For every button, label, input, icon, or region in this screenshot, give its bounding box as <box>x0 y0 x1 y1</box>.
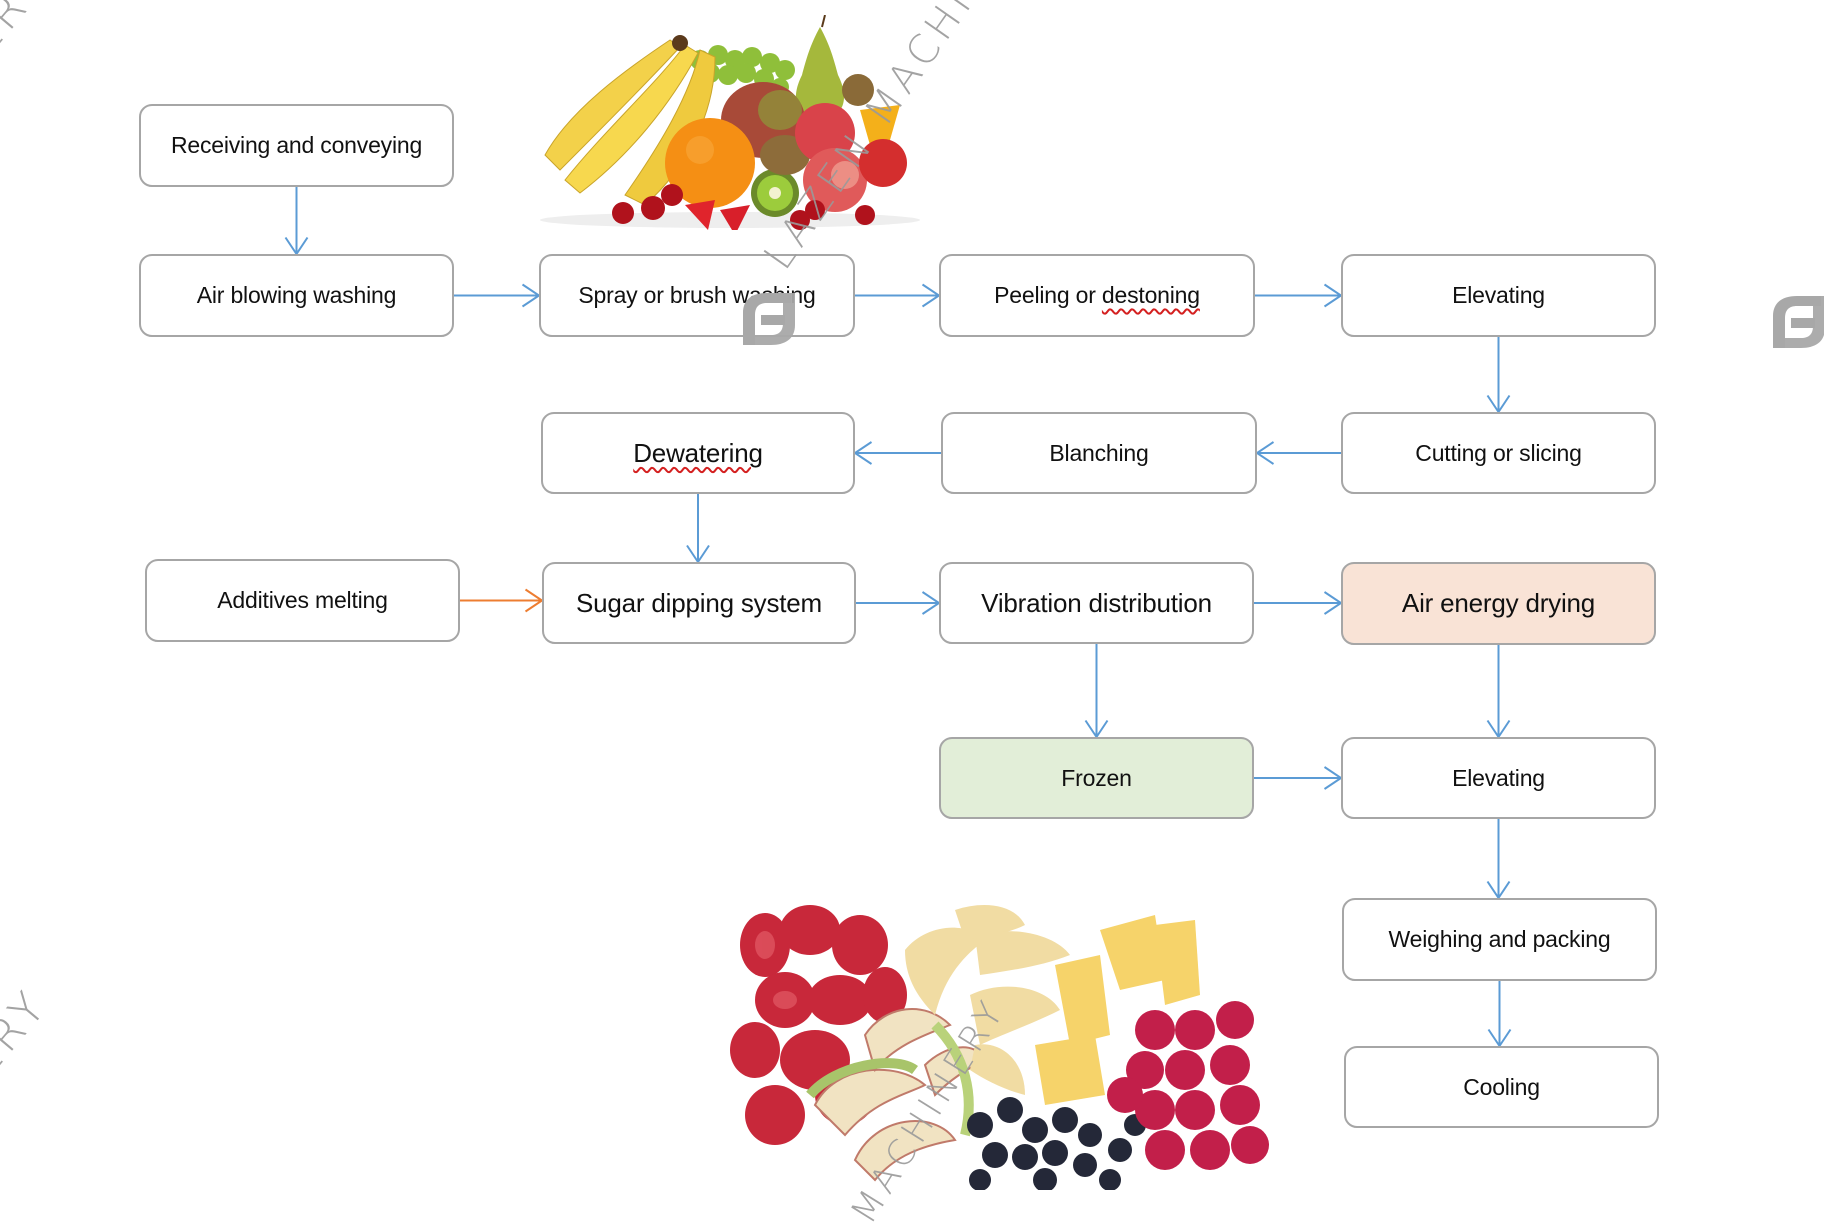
step-dewatering[interactable]: Dewatering <box>541 412 855 494</box>
spellcheck-flagged-word: destoning <box>1101 282 1200 308</box>
fresh-fruit-image <box>540 15 920 230</box>
step-elevating[interactable]: Elevating <box>1341 254 1656 337</box>
step-label: Additives melting <box>217 587 388 613</box>
step-blanching[interactable]: Blanching <box>941 412 1257 494</box>
arrowhead <box>1255 441 1275 465</box>
arrowhead <box>1486 394 1511 414</box>
step-elevating-second[interactable]: Elevating <box>1341 737 1656 819</box>
step-label: Peeling or destoning <box>994 282 1200 309</box>
step-label: Air energy drying <box>1401 588 1596 618</box>
arrowhead <box>1323 591 1343 615</box>
arrowhead <box>284 236 309 256</box>
step-label: Cooling <box>1463 1073 1540 1100</box>
step-label: Weighing and packing <box>1388 926 1611 952</box>
step-label: Sugar dipping system <box>575 587 823 618</box>
step-label: Air blowing washing <box>196 282 397 308</box>
watermark-text: ERY <box>0 0 59 65</box>
arrowhead <box>1487 1028 1512 1048</box>
arrowhead <box>1486 719 1511 739</box>
step-label: Cutting or slicing <box>1415 439 1582 466</box>
step-label: Elevating <box>1452 764 1545 791</box>
step-cooling[interactable]: Cooling <box>1344 1046 1659 1128</box>
arrowhead <box>686 544 710 564</box>
arrowhead <box>921 283 941 308</box>
step-air-blowing-washing[interactable]: Air blowing washing <box>139 254 454 337</box>
arrowhead <box>524 588 544 613</box>
dried-fruit-image <box>730 905 1269 1190</box>
step-air-energy-drying[interactable]: Air energy drying <box>1341 562 1656 645</box>
step-weighing-and-packing[interactable]: Weighing and packing <box>1342 898 1657 981</box>
lazen-logo-icon <box>743 293 795 345</box>
step-label-text: Peeling or <box>994 282 1102 308</box>
step-label: Receiving and conveying <box>170 132 423 158</box>
step-label: Vibration distribution <box>981 587 1212 618</box>
step-additives-melting[interactable]: Additives melting <box>145 559 460 642</box>
step-label: Blanching <box>1049 439 1149 466</box>
step-cutting-or-slicing[interactable]: Cutting or slicing <box>1341 412 1656 494</box>
arrowhead <box>521 283 541 308</box>
lazen-logo-icon <box>1773 296 1824 348</box>
arrowhead <box>1486 880 1511 900</box>
step-peeling-or-destoning[interactable]: Peeling or destoning <box>939 254 1255 337</box>
step-sugar-dipping-system[interactable]: Sugar dipping system <box>542 562 856 644</box>
step-label: Elevating <box>1452 282 1545 308</box>
step-label: Dewatering <box>633 437 763 468</box>
step-vibration-distribution[interactable]: Vibration distribution <box>939 562 1254 644</box>
arrowhead <box>853 441 873 465</box>
watermark-text: ERY <box>0 979 59 1087</box>
arrowhead <box>1323 766 1343 790</box>
step-frozen[interactable]: Frozen <box>939 737 1254 819</box>
arrowhead <box>1323 283 1343 308</box>
arrowhead <box>921 591 941 615</box>
arrowhead <box>1084 719 1109 739</box>
step-label: Frozen <box>1061 764 1132 791</box>
step-receiving-and-conveying[interactable]: Receiving and conveying <box>139 104 454 187</box>
step-spray-or-brush-washing[interactable]: Spray or brush washing <box>539 254 855 337</box>
